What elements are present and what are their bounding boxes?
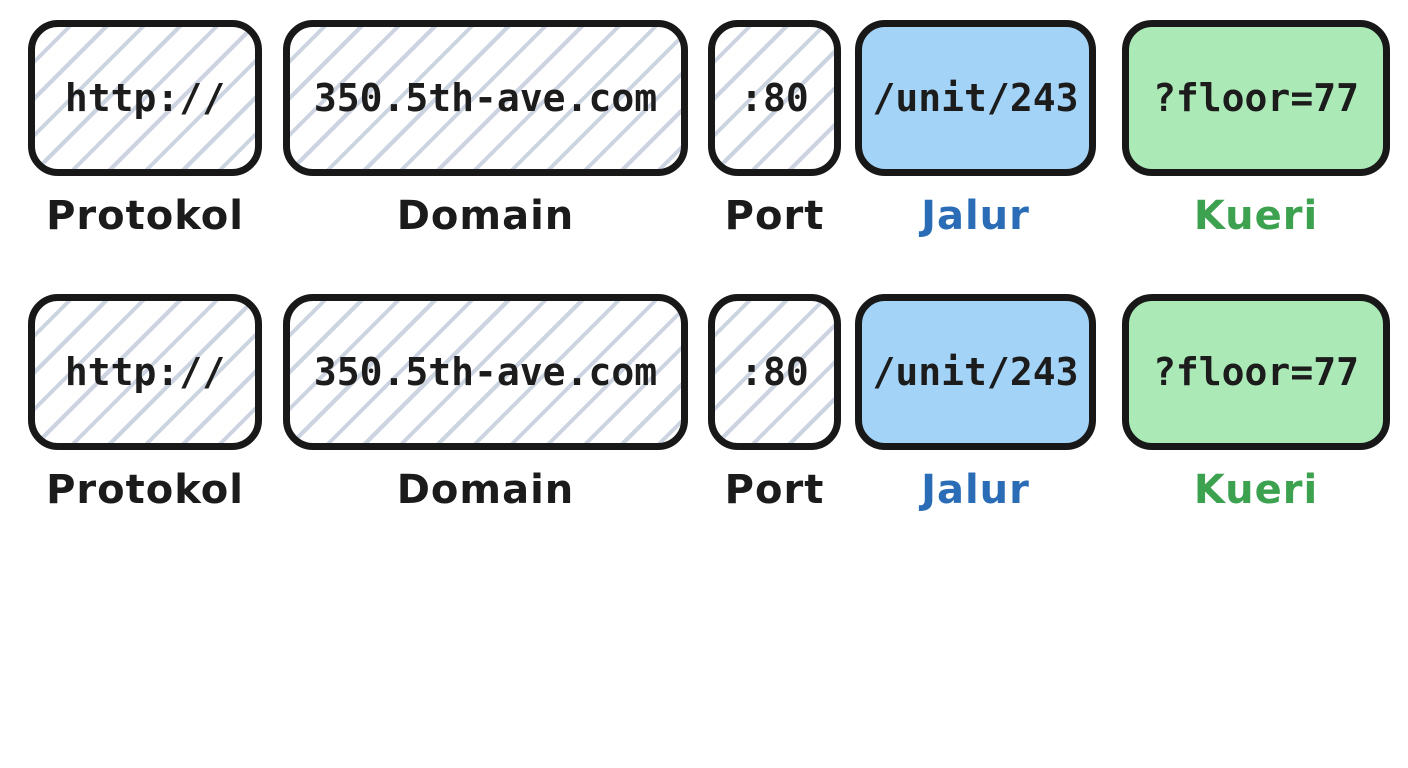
protocol-label: Protokol — [46, 193, 244, 239]
port-value: :80 — [740, 76, 809, 120]
port-box: :80 — [708, 294, 841, 450]
port-value: :80 — [740, 350, 809, 394]
url-anatomy-row-1: http:// Protokol 350.5th-ave.com Domain … — [0, 20, 1408, 238]
port-label: Port — [724, 193, 825, 239]
segment-path: /unit/243 Jalur — [855, 20, 1096, 238]
segment-path: /unit/243 Jalur — [855, 294, 1096, 512]
url-anatomy-row-2: http:// Protokol 350.5th-ave.com Domain … — [0, 294, 1408, 512]
path-box: /unit/243 — [855, 20, 1096, 176]
domain-label: Domain — [396, 467, 575, 513]
query-box: ?floor=77 — [1122, 20, 1390, 176]
domain-value: 350.5th-ave.com — [313, 76, 658, 120]
path-value: /unit/243 — [872, 350, 1079, 394]
protocol-label: Protokol — [46, 467, 244, 513]
path-box: /unit/243 — [855, 294, 1096, 450]
path-label: Jalur — [921, 193, 1030, 239]
query-value: ?floor=77 — [1153, 76, 1359, 120]
domain-box: 350.5th-ave.com — [283, 20, 688, 176]
domain-label: Domain — [396, 193, 575, 239]
segment-protocol: http:// Protokol — [28, 294, 262, 512]
path-label: Jalur — [921, 467, 1030, 513]
protocol-value: http:// — [64, 350, 226, 394]
query-value: ?floor=77 — [1153, 350, 1359, 394]
protocol-value: http:// — [64, 76, 226, 120]
segment-port: :80 Port — [708, 294, 841, 512]
domain-value: 350.5th-ave.com — [313, 350, 658, 394]
segment-query: ?floor=77 Kueri — [1122, 294, 1390, 512]
segment-protocol: http:// Protokol — [28, 20, 262, 238]
segment-port: :80 Port — [708, 20, 841, 238]
query-box: ?floor=77 — [1122, 294, 1390, 450]
query-label: Kueri — [1193, 467, 1319, 513]
protocol-box: http:// — [28, 294, 262, 450]
segment-domain: 350.5th-ave.com Domain — [283, 294, 688, 512]
segment-domain: 350.5th-ave.com Domain — [283, 20, 688, 238]
path-value: /unit/243 — [872, 76, 1079, 120]
domain-box: 350.5th-ave.com — [283, 294, 688, 450]
protocol-box: http:// — [28, 20, 262, 176]
port-box: :80 — [708, 20, 841, 176]
segment-query: ?floor=77 Kueri — [1122, 20, 1390, 238]
query-label: Kueri — [1193, 193, 1319, 239]
port-label: Port — [724, 467, 825, 513]
